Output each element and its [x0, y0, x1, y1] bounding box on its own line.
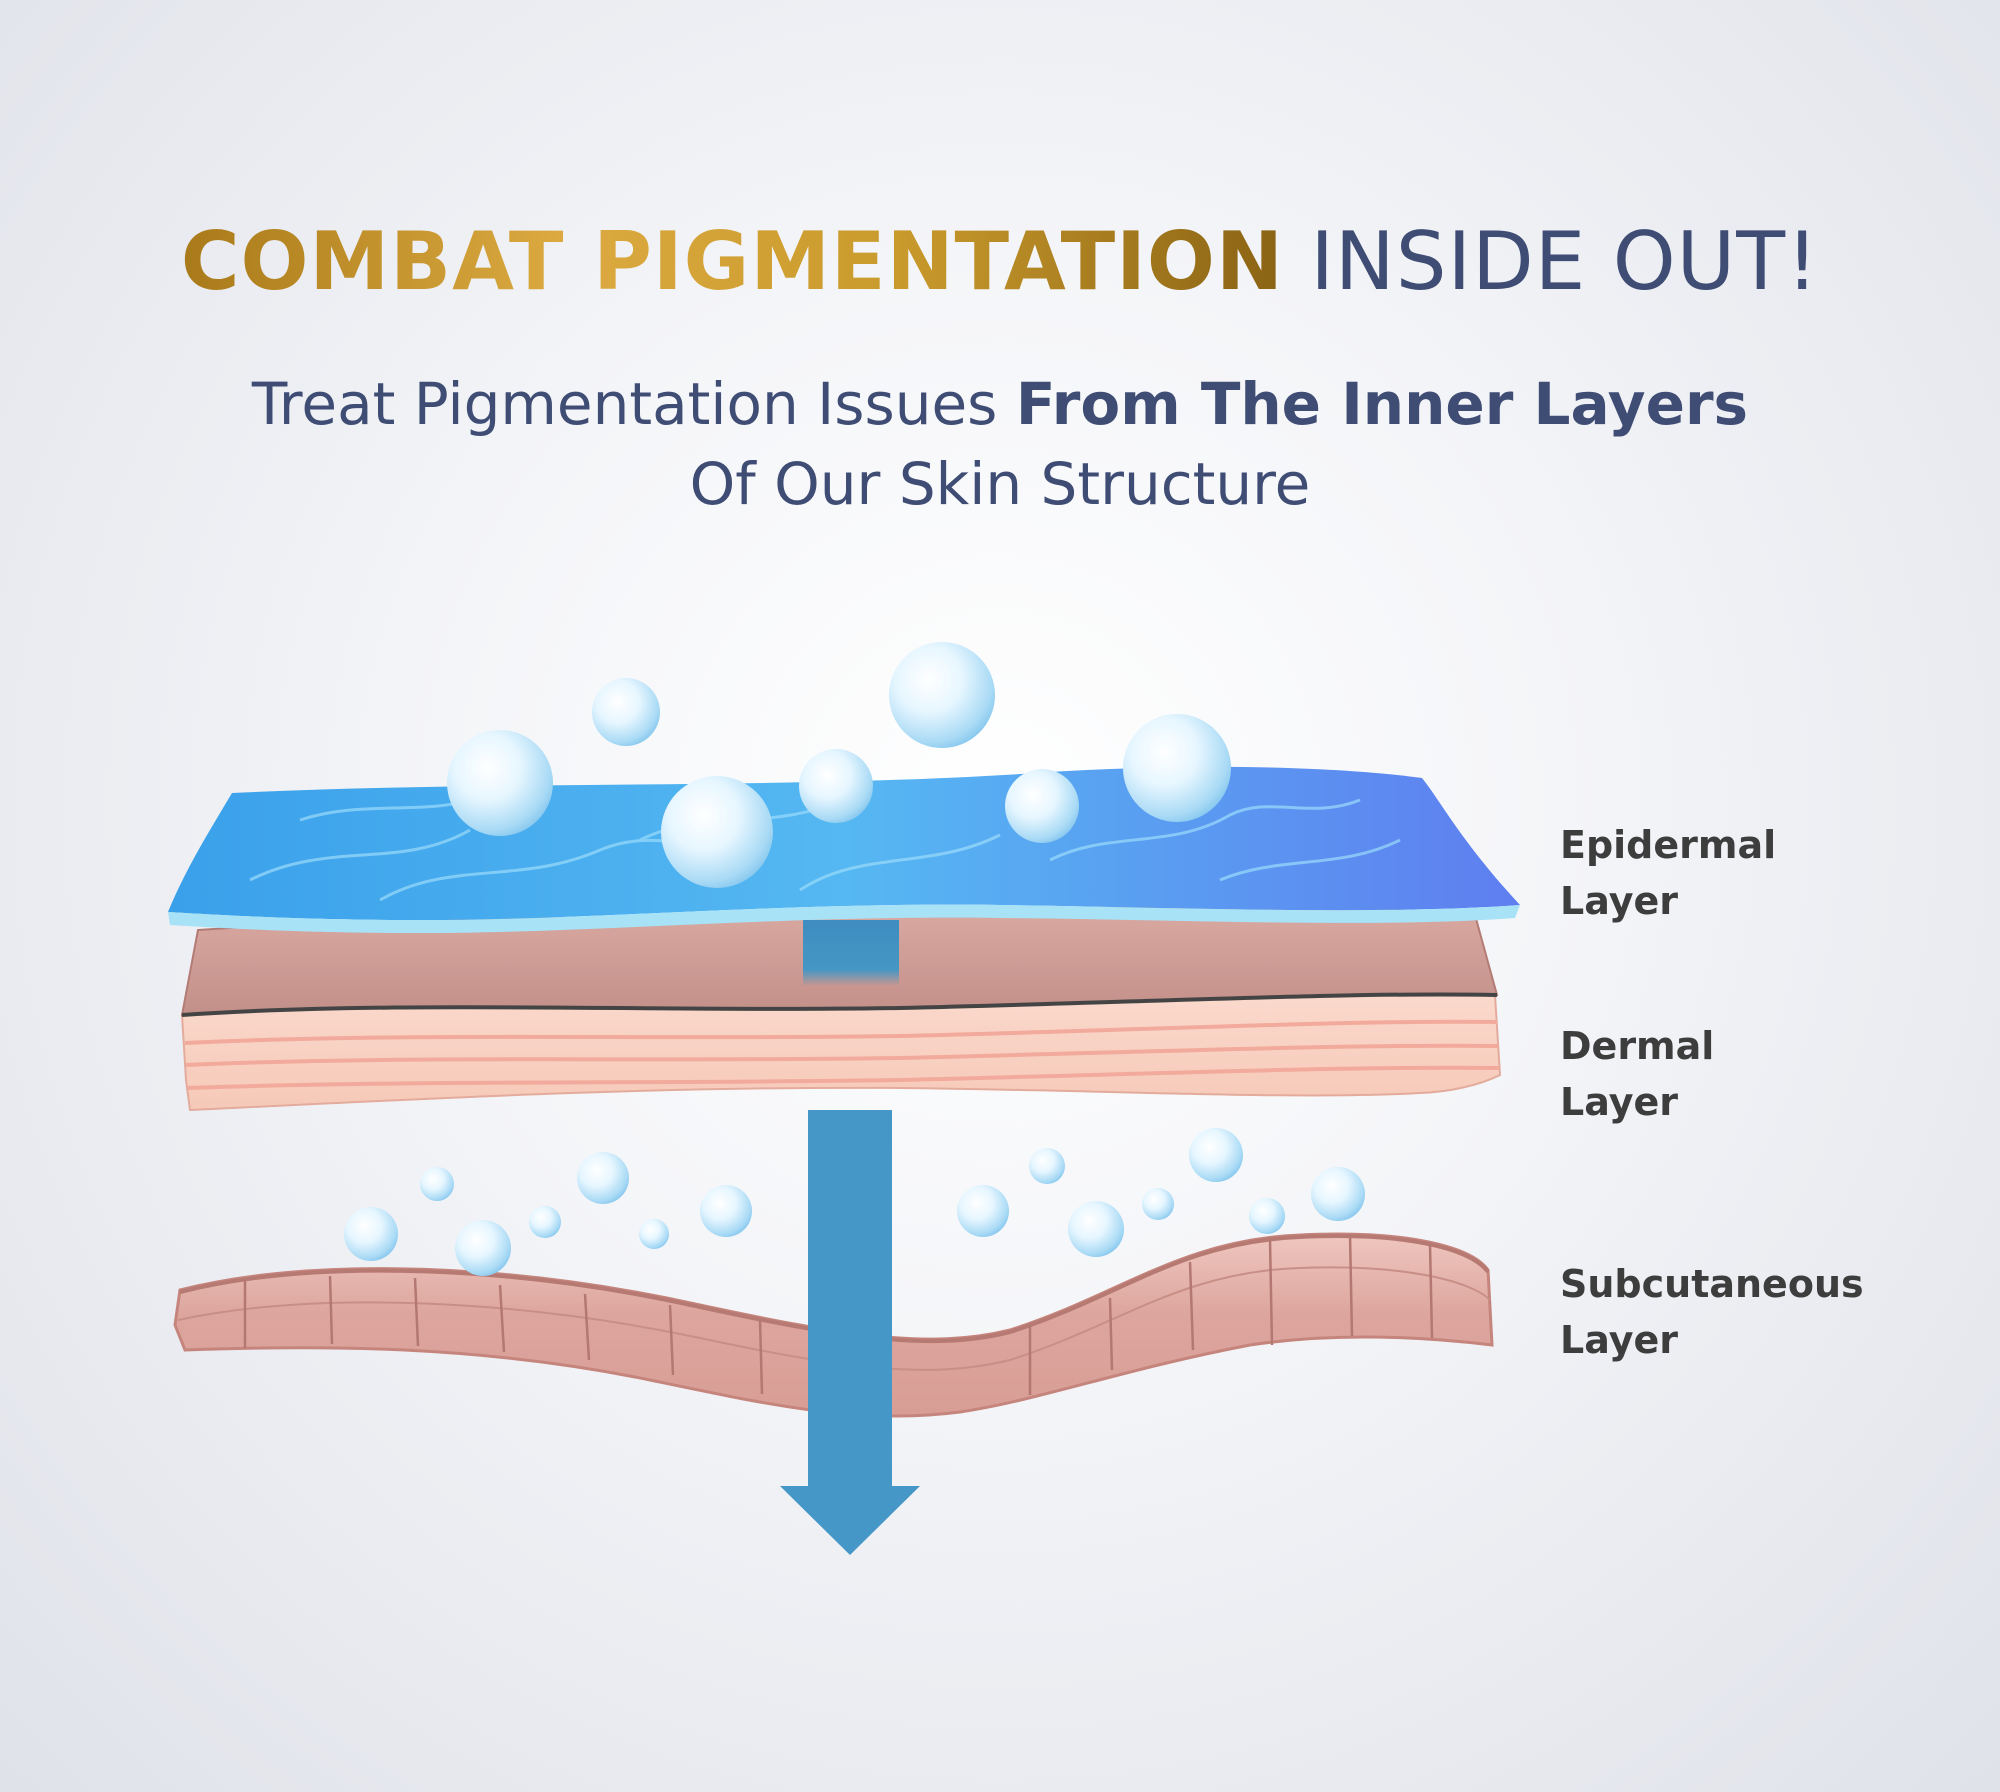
dermal-label-line-1: Dermal [1560, 1024, 1715, 1068]
subcutaneous-label-line-2: Layer [1560, 1318, 1678, 1362]
epidermal-layer-label: Epidermal Layer [1560, 817, 1776, 929]
downward-arrow [780, 920, 920, 1555]
subheading-line-2: Of Our Skin Structure [689, 450, 1311, 518]
dermal-layer-label: Dermal Layer [1560, 1018, 1714, 1130]
subcutaneous-layer [173, 1232, 1494, 1418]
subheading-bold: From The Inner Layers [1015, 370, 1749, 438]
headline: COMBAT PIGMENTATION INSIDE OUT! [0, 212, 2000, 312]
dermal-label-line-2: Layer [1560, 1080, 1678, 1124]
bubbles [344, 642, 1365, 1276]
subheading-line-1: Treat Pigmentation Issues From The Inner… [0, 366, 2000, 442]
headline-rest: INSIDE OUT! [1283, 215, 1820, 308]
dermal-layer [180, 993, 1502, 1112]
subheading-plain: Treat Pigmentation Issues [251, 370, 1016, 438]
subcutaneous-layer-label: Subcutaneous Layer [1560, 1256, 1864, 1368]
subcutaneous-label-line-1: Subcutaneous [1560, 1262, 1864, 1306]
epidermal-label-line-2: Layer [1560, 879, 1678, 923]
epidermal-label-line-1: Epidermal [1560, 823, 1777, 867]
headline-highlight: COMBAT PIGMENTATION [180, 215, 1284, 308]
